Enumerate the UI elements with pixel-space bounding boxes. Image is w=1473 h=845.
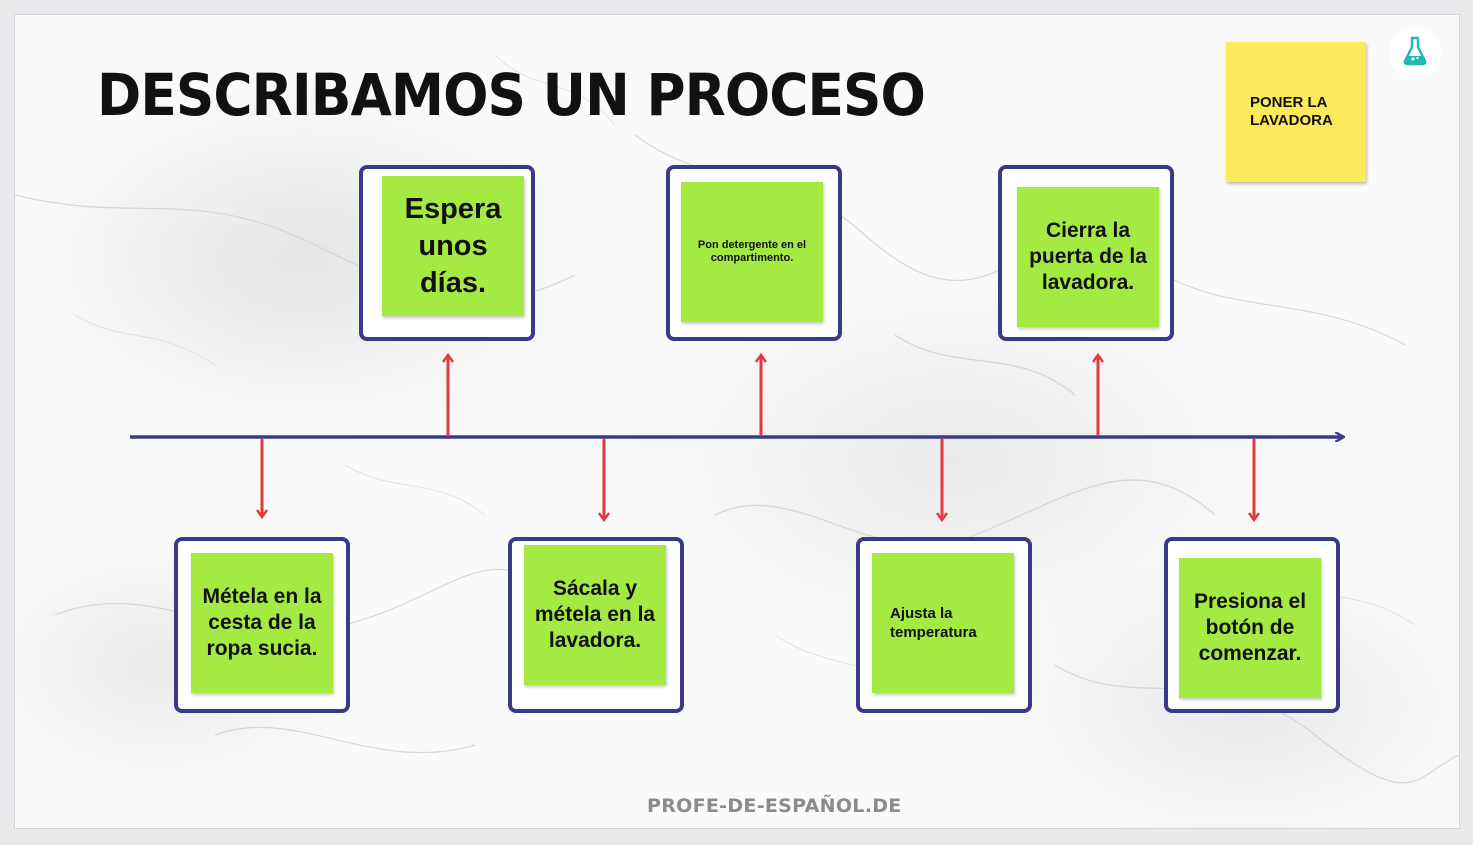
slide-canvas: DESCRIBAMOS UN PROCESO PONER LA LAVADORA — [14, 14, 1460, 829]
step-note: Cierra la puerta de la lavadora. — [1017, 187, 1159, 327]
step-text: Presiona el botón de comenzar. — [1193, 590, 1307, 665]
step-text: Pon detergente en el compartimento. — [697, 239, 807, 264]
footer-brand: PROFE-DE-ESPAÑOL.DE — [647, 795, 902, 817]
step-text: Ajusta la temperatura — [890, 605, 977, 641]
step-note: Pon detergente en el compartimento. — [681, 182, 823, 322]
step-text: Espera unos días. — [404, 192, 502, 299]
step-note: Espera unos días. — [382, 176, 524, 316]
step-note: Sácala y métela en la lavadora. — [524, 545, 666, 685]
step-note: Presiona el botón de comenzar. — [1179, 558, 1321, 698]
logo-badge[interactable] — [1389, 27, 1441, 79]
topic-sticky-note: PONER LA LAVADORA — [1226, 42, 1366, 182]
page-title: DESCRIBAMOS UN PROCESO — [97, 61, 926, 129]
step-text: Cierra la puerta de la lavadora. — [1029, 219, 1147, 294]
flask-icon — [1402, 36, 1428, 70]
step-text: Sácala y métela en la lavadora. — [534, 577, 656, 652]
step-note: Ajusta la temperatura — [872, 553, 1014, 693]
step-text: Métela en la cesta de la ropa sucia. — [202, 585, 322, 660]
topic-label: PONER LA LAVADORA — [1250, 94, 1333, 129]
step-note: Métela en la cesta de la ropa sucia. — [191, 553, 333, 693]
timeline-diagram — [130, 352, 1459, 523]
